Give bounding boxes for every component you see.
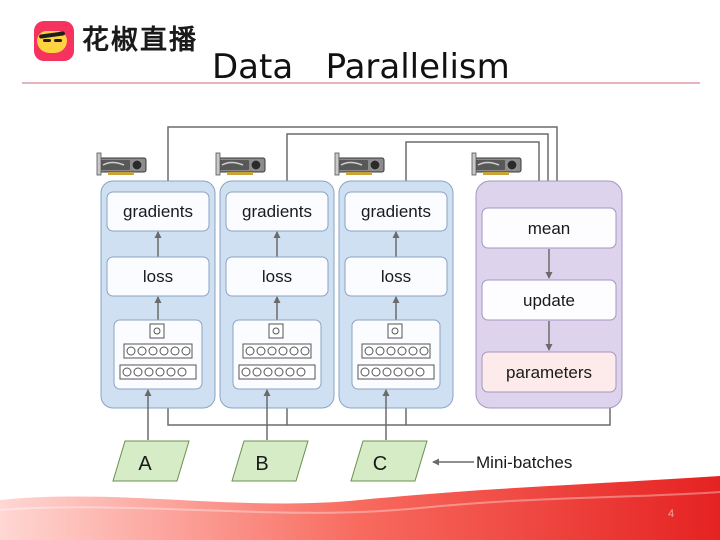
- loss-label: loss: [381, 267, 411, 286]
- parameters-box: [481, 351, 617, 393]
- mean-label: mean: [528, 219, 571, 238]
- logo-face: [37, 31, 67, 53]
- page-number: 4: [668, 508, 675, 520]
- worker-panel-c: gradients loss: [334, 152, 454, 409]
- batch-input-arrows: [144, 389, 390, 440]
- footer-wave: [0, 476, 720, 540]
- logo-eye: [54, 39, 62, 42]
- mean-box: [481, 207, 617, 249]
- loss-label: loss: [262, 267, 292, 286]
- footer-wave-highlight: [0, 491, 720, 514]
- gpu-icon: [215, 152, 266, 176]
- brand-logo-icon: [34, 21, 74, 61]
- gradients-label: gradients: [361, 202, 431, 221]
- gpu-icon: [471, 152, 522, 176]
- batch-b-label: B: [255, 453, 268, 475]
- gradients-label: gradients: [242, 202, 312, 221]
- batch-c-label: C: [373, 453, 387, 475]
- slide-title: Data Parallelism: [212, 47, 510, 87]
- mini-batch-b: B: [231, 440, 309, 482]
- brand-logo-text: 花椒直播: [82, 25, 198, 56]
- model-network-icon: [119, 323, 197, 380]
- gpu-icon: [96, 152, 147, 176]
- mini-batches-label: Mini-batches: [476, 453, 572, 472]
- model-network-icon: [238, 323, 316, 380]
- parameter-server-panel: mean update parameters: [471, 152, 623, 409]
- worker-panel-a: gradients loss: [96, 152, 216, 409]
- gpu-icon: [334, 152, 385, 176]
- loss-label: loss: [143, 267, 173, 286]
- gradient-aggregation-lines: [167, 126, 561, 207]
- gradients-label: gradients: [123, 202, 193, 221]
- title-divider: [22, 82, 700, 84]
- worker-panel-b: gradients loss: [215, 152, 335, 409]
- update-box: [481, 279, 617, 321]
- logo-eye: [43, 39, 51, 42]
- update-label: update: [523, 291, 575, 310]
- mini-batch-a: A: [112, 440, 190, 482]
- model-network-icon: [357, 323, 435, 380]
- batch-a-label: A: [138, 453, 152, 475]
- parameters-label: parameters: [506, 363, 592, 382]
- mini-batch-c: C: [350, 440, 428, 482]
